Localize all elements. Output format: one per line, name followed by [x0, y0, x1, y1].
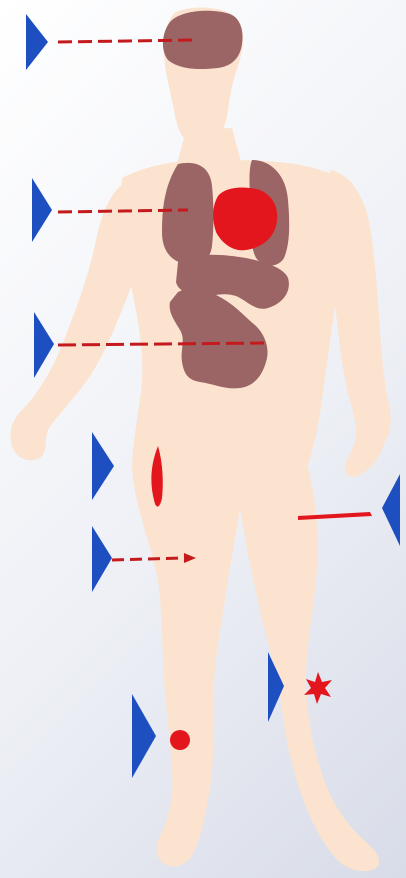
arm-right	[10, 180, 142, 460]
right-knee-triangle-marker	[132, 694, 156, 778]
left-thigh-triangle-marker	[382, 474, 400, 546]
chest-triangle-marker	[32, 178, 52, 242]
leg-right	[132, 460, 242, 866]
head-triangle-marker	[26, 14, 48, 70]
leg-left	[236, 468, 379, 871]
abdomen-indicator-line	[58, 343, 264, 345]
human-body	[10, 8, 390, 872]
thigh-indicator-line	[112, 558, 184, 560]
star-wound	[304, 672, 332, 704]
abdomen-triangle-marker	[34, 312, 54, 378]
brain	[163, 11, 243, 69]
right-thigh-triangle-marker	[92, 432, 114, 500]
puncture-wound	[170, 730, 190, 750]
arm-left	[328, 170, 390, 477]
chest-indicator-line	[58, 210, 188, 212]
right-thigh-lower-triangle-marker	[92, 526, 112, 592]
